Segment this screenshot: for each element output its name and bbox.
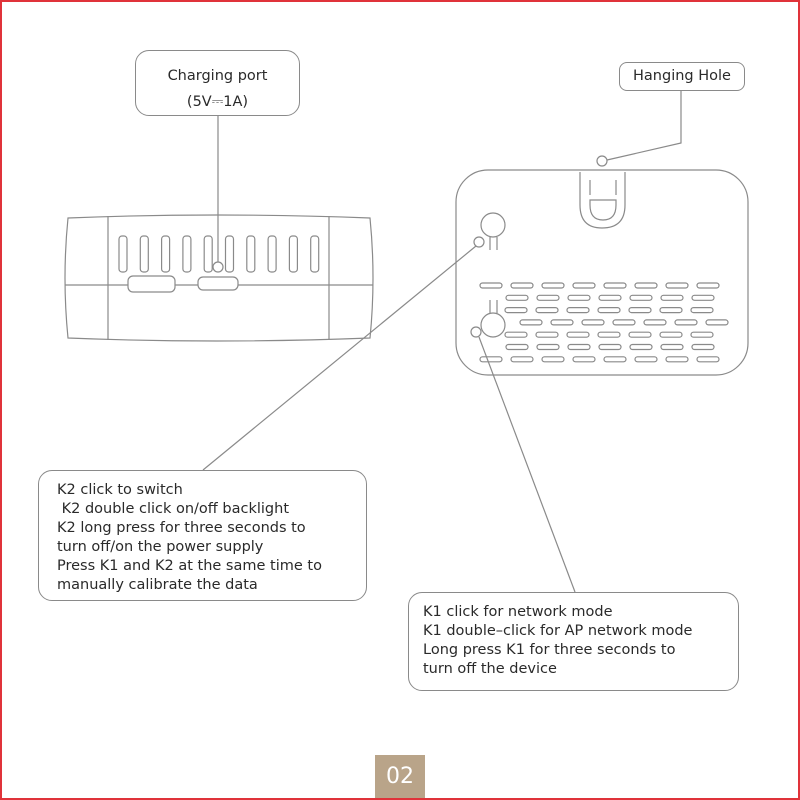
vent-slot bbox=[603, 282, 627, 289]
vent-slot bbox=[691, 343, 715, 351]
vent-slot bbox=[310, 235, 320, 273]
callout-line: K1 double–click for AP network mode bbox=[423, 623, 693, 639]
vent-slot bbox=[628, 307, 652, 314]
vent-slot bbox=[612, 319, 636, 326]
k2-button bbox=[480, 212, 506, 238]
k2-callout: K2 click to switch K2 double click on/of… bbox=[38, 470, 367, 601]
vent-slot bbox=[510, 356, 534, 363]
vent-slot bbox=[597, 331, 621, 338]
vent-slot bbox=[288, 235, 298, 273]
callout-line: K1 click for network mode bbox=[423, 604, 613, 620]
vent-slot bbox=[510, 282, 534, 289]
vent-slot bbox=[597, 307, 621, 314]
hanging-hole-callout: Hanging Hole bbox=[619, 62, 745, 91]
vent-slot bbox=[628, 331, 652, 338]
vent-slot bbox=[246, 235, 256, 273]
vent-slot bbox=[598, 343, 622, 351]
vent-slot bbox=[535, 307, 559, 314]
vent-slot bbox=[696, 282, 720, 289]
vent-slot bbox=[572, 356, 596, 363]
callout-line: Press K1 and K2 at the same time to bbox=[57, 558, 322, 574]
device-side-view bbox=[64, 116, 374, 342]
vent-slot bbox=[139, 235, 149, 273]
vent-slot bbox=[660, 343, 684, 351]
vent-slot bbox=[674, 319, 698, 326]
vent-slot bbox=[566, 307, 590, 314]
device-back-view bbox=[202, 91, 749, 593]
vent-slot bbox=[581, 319, 605, 326]
hanging-hole-marker bbox=[596, 155, 608, 167]
vent-slot bbox=[566, 331, 590, 338]
charging-port-marker bbox=[212, 261, 224, 273]
vent-slot bbox=[182, 235, 192, 273]
vent-slot bbox=[505, 343, 529, 351]
vent-slot bbox=[660, 294, 684, 301]
vent-slot bbox=[634, 282, 658, 289]
vent-slot bbox=[505, 294, 529, 301]
vent-slot bbox=[504, 307, 528, 314]
callout-line: turn off the device bbox=[423, 661, 557, 677]
callout-line: Long press K1 for three seconds to bbox=[423, 642, 676, 658]
callout-line: Charging port bbox=[167, 68, 268, 84]
vent-slot bbox=[696, 356, 720, 363]
vent-slot bbox=[665, 282, 689, 289]
vent-slot bbox=[629, 294, 653, 301]
callout-line: (5V⎓1A) bbox=[186, 94, 249, 110]
callout-line: K2 long press for three seconds to bbox=[57, 520, 306, 536]
vent-slot bbox=[691, 294, 715, 301]
vent-slot bbox=[659, 307, 683, 314]
vent-slot bbox=[665, 356, 689, 363]
vent-slot bbox=[629, 343, 653, 351]
charging-port bbox=[197, 276, 239, 291]
k2-marker bbox=[473, 236, 485, 248]
callout-line: K2 double click on/off backlight bbox=[57, 501, 289, 517]
vent-slot bbox=[598, 294, 622, 301]
vent-slot bbox=[224, 235, 235, 273]
vent-slot bbox=[603, 356, 627, 363]
vent-slot bbox=[567, 294, 591, 301]
k1-callout: K1 click for network mode K1 double–clic… bbox=[408, 592, 739, 691]
vent-slot bbox=[705, 319, 729, 326]
callout-line: Hanging Hole bbox=[633, 68, 731, 84]
vent-slot bbox=[567, 343, 591, 351]
vent-slot bbox=[536, 294, 560, 301]
vent-slot bbox=[118, 235, 128, 273]
usb-port bbox=[127, 275, 176, 293]
vent-slot bbox=[519, 319, 543, 326]
vent-slot bbox=[535, 331, 559, 338]
callout-line: manually calibrate the data bbox=[57, 577, 258, 593]
vent-slot bbox=[536, 343, 560, 351]
vent-slot bbox=[550, 319, 574, 326]
vent-slot bbox=[479, 356, 503, 363]
vent-slot bbox=[634, 356, 658, 363]
vent-slot bbox=[541, 282, 565, 289]
k1-marker bbox=[470, 326, 482, 338]
vent-slot bbox=[690, 307, 714, 314]
vent-slot bbox=[203, 235, 213, 273]
vent-slot bbox=[504, 331, 528, 338]
vent-slot bbox=[659, 331, 683, 338]
vent-slot bbox=[572, 282, 596, 289]
page-number: 02 bbox=[375, 755, 425, 798]
charging-port-callout: Charging port (5V⎓1A) bbox=[135, 50, 300, 116]
vent-slot bbox=[541, 356, 565, 363]
vent-slot bbox=[643, 319, 667, 326]
callout-line: K2 click to switch bbox=[57, 482, 183, 498]
vent-slot bbox=[267, 235, 277, 273]
vent-slot bbox=[479, 282, 503, 289]
vent-slot bbox=[161, 235, 171, 273]
callout-line: turn off/on the power supply bbox=[57, 539, 264, 555]
vent-slot bbox=[690, 331, 714, 338]
k1-button bbox=[480, 312, 506, 338]
